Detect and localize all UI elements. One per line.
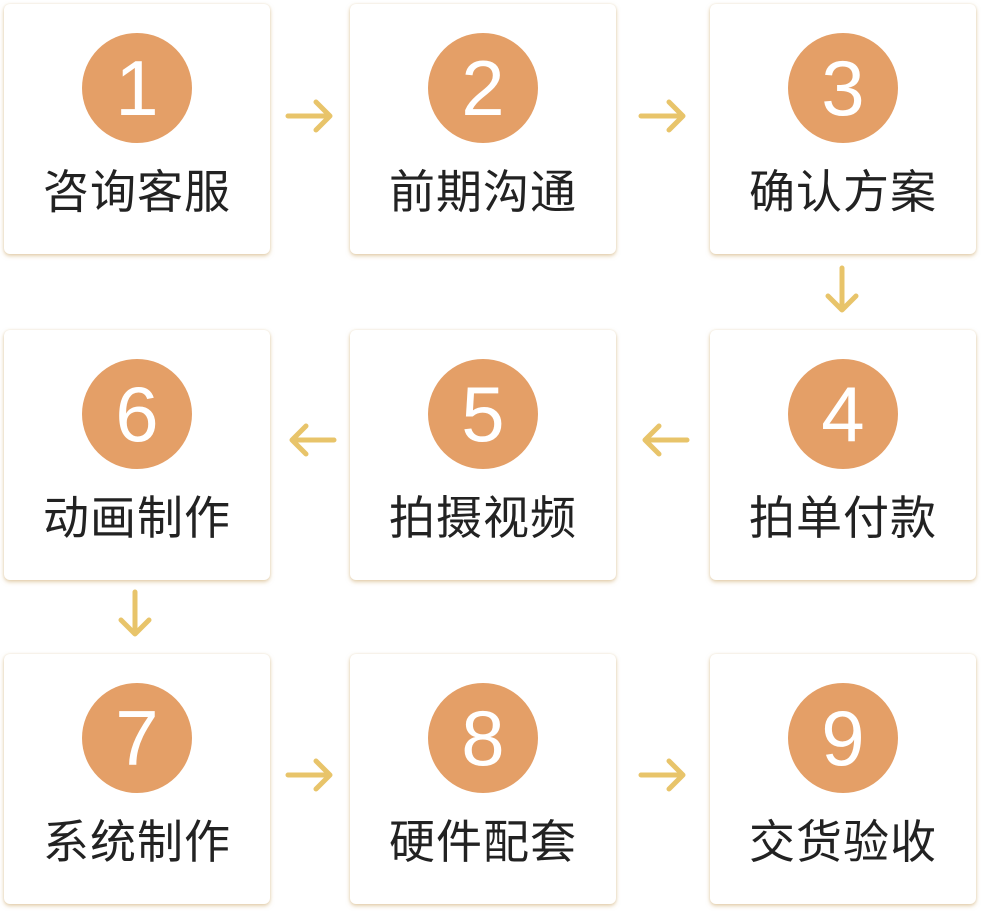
step-card-8: 8 硬件配套 [350,654,616,904]
step-label: 系统制作 [43,815,231,869]
step-card-5: 5 拍摄视频 [350,330,616,580]
step-number-badge: 7 [82,683,192,793]
step-card-3: 3 确认方案 [710,4,976,254]
step-number-badge: 4 [788,359,898,469]
step-card-9: 9 交货验收 [710,654,976,904]
step-card-2: 2 前期沟通 [350,4,616,254]
step-label: 硬件配套 [389,815,577,869]
step-number-badge: 9 [788,683,898,793]
step-label: 动画制作 [43,491,231,545]
step-number-badge: 1 [82,33,192,143]
arrow-right-icon [637,748,691,802]
step-label: 咨询客服 [43,165,231,219]
arrow-down-icon [108,588,162,642]
step-card-1: 1 咨询客服 [4,4,270,254]
arrow-right-icon [637,89,691,143]
step-card-7: 7 系统制作 [4,654,270,904]
step-number-badge: 5 [428,359,538,469]
arrow-right-icon [284,89,338,143]
step-label: 拍单付款 [749,491,937,545]
step-number-badge: 2 [428,33,538,143]
step-label: 确认方案 [749,165,937,219]
step-label: 拍摄视频 [389,491,577,545]
step-label: 前期沟通 [389,165,577,219]
arrow-down-icon [815,264,869,318]
arrow-left-icon [284,413,338,467]
step-label: 交货验收 [749,815,937,869]
step-number-badge: 3 [788,33,898,143]
step-number-badge: 8 [428,683,538,793]
step-card-6: 6 动画制作 [4,330,270,580]
arrow-right-icon [284,748,338,802]
step-card-4: 4 拍单付款 [710,330,976,580]
step-number-badge: 6 [82,359,192,469]
arrow-left-icon [637,413,691,467]
